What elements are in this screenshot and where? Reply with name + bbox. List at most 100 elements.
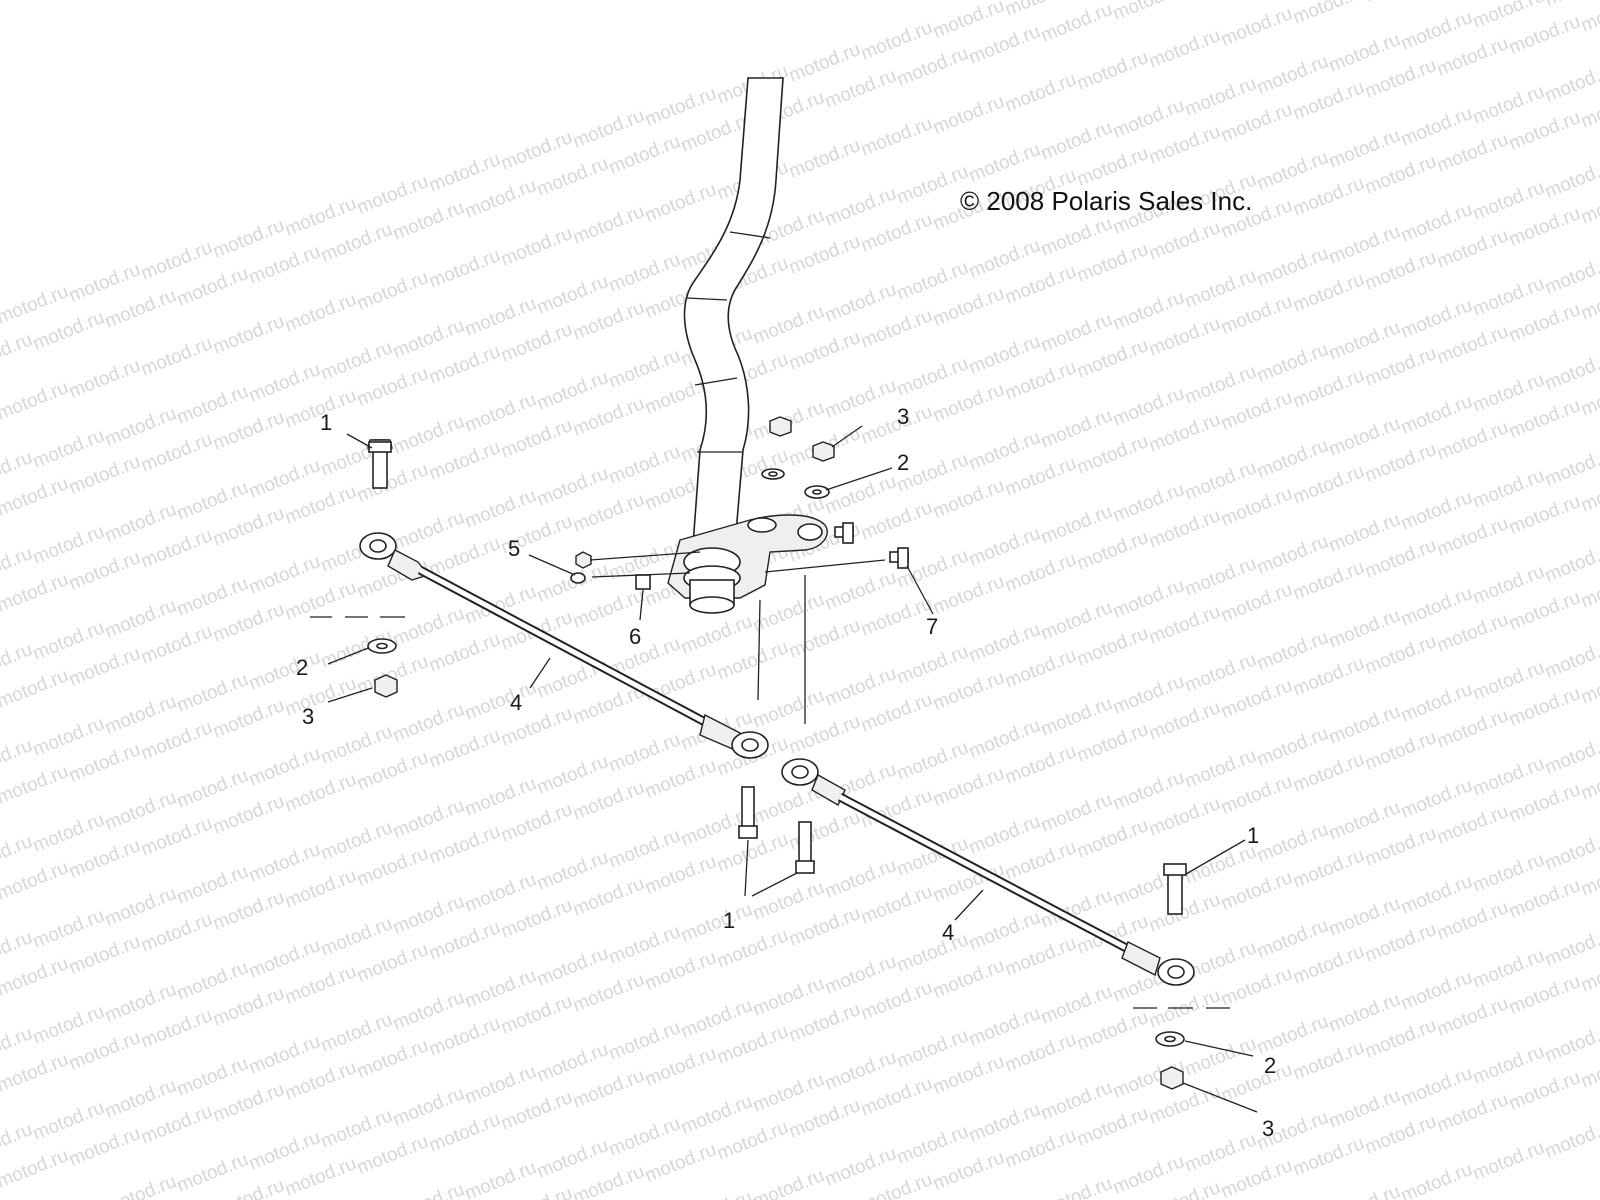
nut-top-a xyxy=(769,416,792,437)
watermark-text: motod.ru xyxy=(318,817,395,865)
callout-labels: 1 1 1 2 2 2 3 3 3 4 4 5 6 7 xyxy=(296,404,1276,1141)
watermark-text: motod.ru xyxy=(426,1109,503,1157)
watermark-text: motod.ru xyxy=(462,1061,539,1109)
washer-left xyxy=(367,638,397,654)
watermark-text: motod.ru xyxy=(858,209,935,257)
watermark-text: motod.ru xyxy=(930,475,1007,523)
watermark-text: motod.ru xyxy=(1110,287,1187,335)
watermark-text: motod.ru xyxy=(642,1043,719,1091)
watermark-text: motod.ru xyxy=(102,979,179,1027)
watermark-text: motod.ru xyxy=(318,913,395,961)
watermark-text: motod.ru xyxy=(462,581,539,629)
watermark-text: motod.ru xyxy=(1434,321,1511,369)
callout-1-right: 1 xyxy=(1247,823,1259,848)
watermark-text: motod.ru xyxy=(462,677,539,725)
watermark-text: motod.ru xyxy=(102,787,179,835)
watermark-text: motod.ru xyxy=(1110,383,1187,431)
callout-3-right: 3 xyxy=(1262,1116,1274,1141)
watermark-text: motod.ru xyxy=(1506,1067,1583,1115)
watermark-text: motod.ru xyxy=(534,847,611,895)
watermark-text: motod.ru xyxy=(426,149,503,197)
watermark-text: motod.ru xyxy=(1038,693,1115,741)
watermark-text: motod.ru xyxy=(1110,671,1187,719)
watermark-text: motod.ru xyxy=(1290,941,1367,989)
watermark-text: motod.ru xyxy=(210,407,287,455)
watermark-text: motod.ru xyxy=(894,929,971,977)
watermark-text: motod.ru xyxy=(1362,727,1439,775)
watermark-text: motod.ru xyxy=(1110,95,1187,143)
bolt-center-a xyxy=(738,786,758,839)
watermark-text: motod.ru xyxy=(750,973,827,1021)
watermark-text: motod.ru xyxy=(1254,627,1331,675)
watermark-text: motod.ru xyxy=(1290,365,1367,413)
watermark-text: motod.ru xyxy=(1290,557,1367,605)
watermark-text: motod.ru xyxy=(174,381,251,429)
watermark-text: motod.ru xyxy=(1506,971,1583,1019)
tie-rod-left xyxy=(359,532,769,759)
watermark-text: motod.ru xyxy=(30,617,107,665)
watermark-text: motod.ru xyxy=(1326,413,1403,461)
watermark-text: motod.ru xyxy=(1470,945,1547,993)
watermark-text: motod.ru xyxy=(66,1027,143,1075)
watermark-text: motod.ru xyxy=(1398,487,1475,535)
watermark-text: motod.ru xyxy=(1398,583,1475,631)
watermark-text: motod.ru xyxy=(1110,1151,1187,1199)
watermark-text: motod.ru xyxy=(1254,531,1331,579)
watermark-text: motod.ru xyxy=(354,939,431,987)
watermark-text: motod.ru xyxy=(822,855,899,903)
watermark-text: motod.ru xyxy=(534,559,611,607)
watermark-text: motod.ru xyxy=(462,485,539,533)
watermark-text: motod.ru xyxy=(966,811,1043,859)
watermark-text: motod.ru xyxy=(246,241,323,289)
watermark-text: motod.ru xyxy=(498,1087,575,1135)
watermark-text: motod.ru xyxy=(966,235,1043,283)
watermark-text: motod.ru xyxy=(1218,579,1295,627)
watermark-text: motod.ru xyxy=(966,1099,1043,1147)
watermark-text: motod.ru xyxy=(786,711,863,759)
watermark-text: motod.ru xyxy=(318,219,395,267)
watermark-text: motod.ru xyxy=(1470,177,1547,225)
watermark-text: motod.ru xyxy=(894,737,971,785)
watermark-text: motod.ru xyxy=(1146,409,1223,457)
watermark-text: motod.ru xyxy=(1218,483,1295,531)
watermark-text: motod.ru xyxy=(210,503,287,551)
watermark-text: motod.ru xyxy=(1290,845,1367,893)
watermark-text: motod.ru xyxy=(1074,623,1151,671)
watermark-text: motod.ru xyxy=(1146,889,1223,937)
watermark-text: motod.ru xyxy=(498,799,575,847)
watermark-text: motod.ru xyxy=(1398,1159,1475,1200)
watermark-text: motod.ru xyxy=(750,589,827,637)
watermark-text: motod.ru xyxy=(858,305,935,353)
watermark-text: motod.ru xyxy=(0,569,71,617)
watermark-text: motod.ru xyxy=(1254,339,1331,387)
watermark-text: motod.ru xyxy=(1182,649,1259,697)
watermark-text: motod.ru xyxy=(1542,1115,1600,1163)
watermark-text: motod.ru xyxy=(0,473,71,521)
watermark-text: motod.ru xyxy=(570,1161,647,1200)
watermark-text: motod.ru xyxy=(930,1051,1007,1099)
watermark-text: motod.ru xyxy=(66,931,143,979)
watermark-text: motod.ru xyxy=(1398,103,1475,151)
watermark-text: motod.ru xyxy=(966,331,1043,379)
watermark-text: motod.ru xyxy=(282,865,359,913)
watermark-text: motod.ru xyxy=(1182,745,1259,793)
watermark-text: motod.ru xyxy=(606,825,683,873)
watermark-text: motod.ru xyxy=(714,637,791,685)
watermark-text: motod.ru xyxy=(1146,313,1223,361)
watermark-text: motod.ru xyxy=(1506,11,1583,59)
tie-rod-right xyxy=(781,758,1195,986)
watermark-text: motod.ru xyxy=(1398,1063,1475,1111)
watermark-text: motod.ru xyxy=(1182,361,1259,409)
watermark-text: motod.ru xyxy=(102,691,179,739)
watermark-text: motod.ru xyxy=(1434,129,1511,177)
watermark-text: motod.ru xyxy=(1326,1181,1403,1200)
watermark-text: motod.ru xyxy=(750,1069,827,1117)
watermark-text: motod.ru xyxy=(570,105,647,153)
watermark-text: motod.ru xyxy=(1362,55,1439,103)
watermark-text: motod.ru xyxy=(102,1075,179,1123)
watermark-text: motod.ru xyxy=(0,665,71,713)
watermark-text: motod.ru xyxy=(354,267,431,315)
watermark-text: motod.ru xyxy=(858,17,935,65)
watermark-text: motod.ru xyxy=(786,999,863,1047)
